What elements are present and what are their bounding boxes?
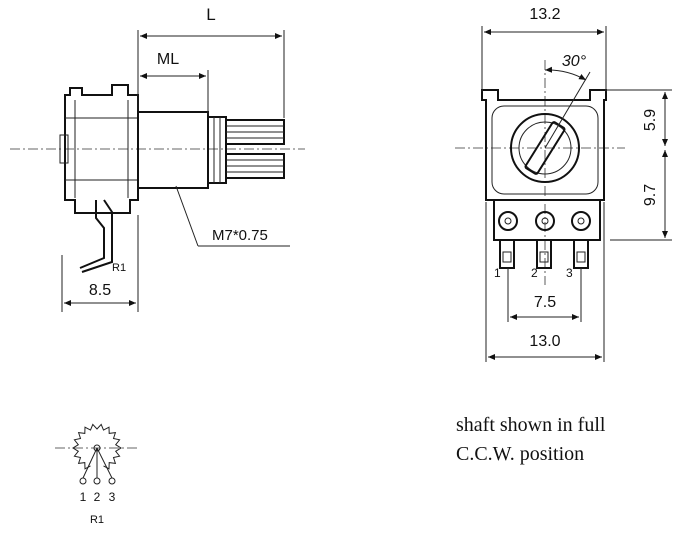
schematic-pin-2: 2 xyxy=(94,490,101,504)
note-line-2: C.C.W. position xyxy=(456,443,584,465)
front-terminals xyxy=(498,211,591,269)
side-body xyxy=(59,84,139,214)
label-pitch: 7.5 xyxy=(534,294,556,311)
schematic-gear xyxy=(72,423,122,470)
schematic-pin-3: 3 xyxy=(109,490,116,504)
dim-width-top xyxy=(481,26,607,92)
thread-leader xyxy=(175,185,199,247)
side-pin xyxy=(79,199,113,273)
side-bushing xyxy=(137,111,227,189)
schematic-ref: R1 xyxy=(90,514,104,526)
label-L: L xyxy=(206,5,215,24)
label-side-ref: R1 xyxy=(112,262,126,274)
label-thread: M7*0.75 xyxy=(212,227,268,244)
label-angle: 30° xyxy=(562,53,587,70)
front-pin-3: 3 xyxy=(566,266,573,280)
dim-L xyxy=(137,30,285,118)
label-depth: 8.5 xyxy=(89,282,111,299)
label-upper: 5.9 xyxy=(642,109,659,131)
label-lower: 9.7 xyxy=(642,184,659,206)
dim-ML xyxy=(140,70,209,115)
dim-vertical xyxy=(600,89,672,241)
schematic-symbol: 1 2 3 R1 xyxy=(55,423,140,526)
front-pin-2: 2 xyxy=(531,266,538,280)
note-line-1: shaft shown in full xyxy=(456,414,606,436)
label-width-bottom: 13.0 xyxy=(529,333,560,350)
schematic-pin-1: 1 xyxy=(80,490,87,504)
dim-depth xyxy=(61,215,139,312)
side-view: L ML M7*0.75 R1 8.5 xyxy=(10,5,305,312)
label-width-top: 13.2 xyxy=(529,6,560,23)
dim-pitch xyxy=(507,268,582,322)
angle-indicator xyxy=(544,66,591,149)
front-pin-1: 1 xyxy=(494,266,501,280)
front-rotor xyxy=(510,113,580,183)
front-view: 30° 13.2 5.9 9.7 1 2 3 7.5 xyxy=(455,6,672,362)
label-ML: ML xyxy=(157,51,179,68)
dim-width-bottom xyxy=(485,202,605,362)
side-shaft xyxy=(225,119,285,179)
